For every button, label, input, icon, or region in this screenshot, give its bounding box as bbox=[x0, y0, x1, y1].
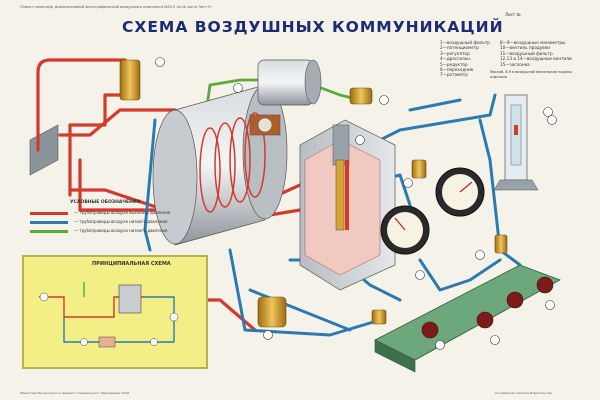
callout-4 bbox=[403, 178, 413, 188]
rotameter bbox=[493, 94, 539, 191]
brass-fittings bbox=[119, 59, 508, 328]
footer-right: Составитель плаката Издательство bbox=[495, 391, 553, 396]
parts-legend-item: 7—ротаметр bbox=[440, 72, 468, 78]
legend-label: — трубопроводы воздуха низкого давления bbox=[74, 228, 168, 233]
page-title: СХЕМА ВОЗДУШНЫХ КОММУНИКАЦИЙ bbox=[122, 18, 504, 36]
parts-legend-item: 6—переходник bbox=[440, 67, 474, 73]
parts-legend-item: 10—вентиль продувки bbox=[500, 45, 550, 51]
legend-row: — трубопроводы воздуха высокого давления bbox=[30, 210, 180, 216]
distribution-block bbox=[299, 119, 396, 291]
callout-7 bbox=[547, 115, 557, 125]
left-wall-mount bbox=[29, 124, 59, 176]
principal-schematic: ПРИНЦИПИАЛЬНАЯ СХЕМА bbox=[22, 255, 208, 369]
legend-box: УСЛОВНЫЕ ОБОЗНАЧЕНИЯ — трубопроводы возд… bbox=[30, 200, 180, 233]
header-left: Плакат полиграф. Диапозитивный фотографи… bbox=[20, 5, 211, 9]
callout-11 bbox=[475, 250, 485, 260]
principal-schematic-diagram bbox=[39, 282, 179, 348]
pressure-gauge-8 bbox=[380, 205, 430, 255]
parts-legend-item: 2—потенциометр bbox=[440, 45, 479, 51]
callout-3 bbox=[379, 95, 389, 105]
parts-legend-note: Маслоб. 8-9 в воздушной магистрали подан… bbox=[490, 70, 572, 80]
callout-2 bbox=[233, 83, 243, 93]
legend-swatch bbox=[30, 212, 68, 215]
parts-legend-item: 8—9—воздушные манометры bbox=[500, 40, 566, 45]
parts-legend-item: 5—редуктор bbox=[440, 61, 468, 67]
parts-legend-item: 12,13 и 14—воздушные вентили bbox=[500, 56, 572, 62]
header-left-line: Плакат полиграф. Диапозитивный фотографи… bbox=[20, 5, 211, 9]
legend-title: УСЛОВНЫЕ ОБОЗНАЧЕНИЯ bbox=[70, 200, 141, 205]
principal-schematic-title: ПРИНЦИПИАЛЬНАЯ СХЕМА bbox=[92, 261, 171, 267]
valve-manifold bbox=[374, 264, 561, 373]
callout-13 bbox=[490, 335, 500, 345]
legend-label: — трубопроводы воздуха высокого давления bbox=[74, 210, 171, 215]
footer-left: Министерство высшего и среднего специаль… bbox=[20, 391, 130, 396]
legend-row: — трубопроводы воздуха низкого давления bbox=[30, 228, 180, 234]
parts-legend-item: 1—воздушный фильтр bbox=[440, 40, 490, 45]
callout-5 bbox=[263, 330, 273, 340]
parts-legend-item: 15—заслонка bbox=[500, 61, 530, 67]
callout-10 bbox=[415, 270, 425, 280]
callout-12 bbox=[435, 340, 445, 350]
parts-legend-item: 3—регулятор bbox=[440, 50, 470, 56]
callout-6 bbox=[543, 107, 553, 117]
legend-row: — трубопроводы воздуха низкого давления bbox=[30, 219, 180, 225]
parts-legend-item: 11—воздушный фильтр bbox=[500, 50, 553, 56]
legend-swatch bbox=[30, 221, 68, 224]
legend-label: — трубопроводы воздуха низкого давления bbox=[74, 219, 168, 224]
callout-1 bbox=[155, 57, 165, 67]
poster-code: Лист № bbox=[505, 12, 521, 17]
parts-legend-item: 4—дроссельн. bbox=[440, 56, 472, 62]
pressure-gauge-9 bbox=[435, 167, 485, 217]
legend-swatch bbox=[30, 230, 68, 233]
motor bbox=[249, 59, 322, 136]
callout-14 bbox=[545, 300, 555, 310]
callout-15 bbox=[355, 135, 365, 145]
